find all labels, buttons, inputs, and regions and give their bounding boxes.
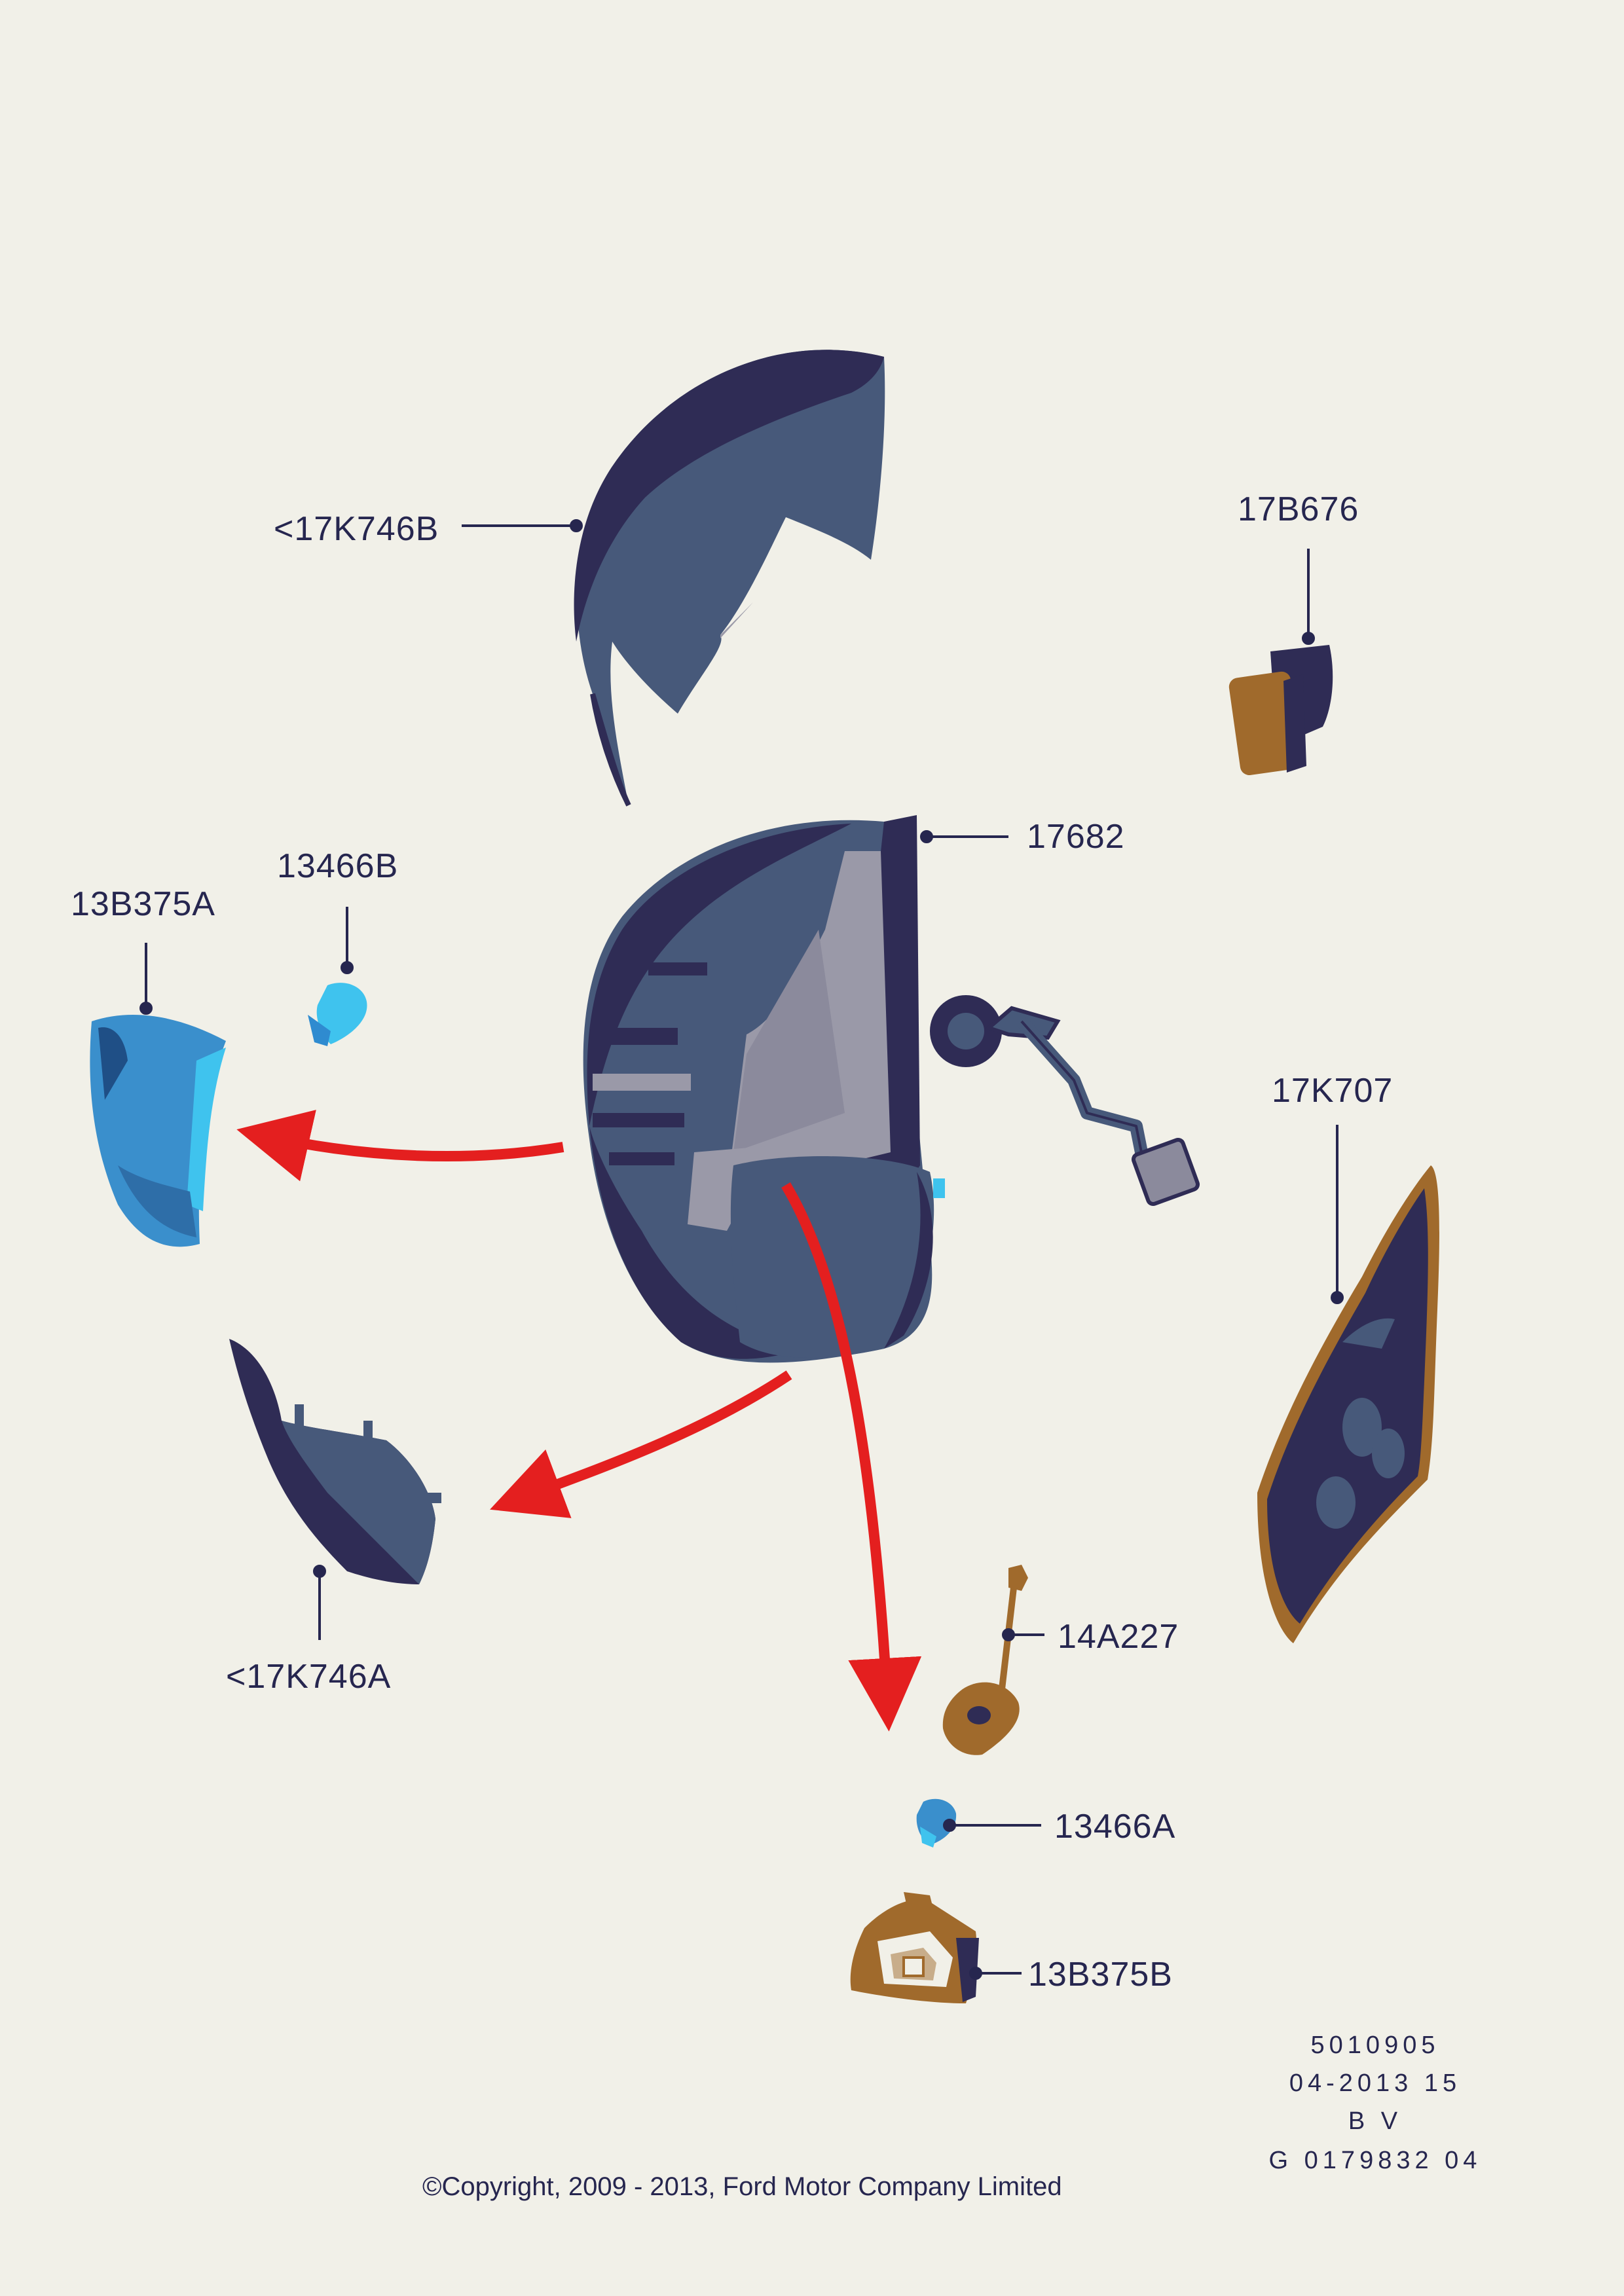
callout-bulb-lower: 13466A xyxy=(1054,1808,1176,1846)
reference-drawing-id: G 0179832 04 xyxy=(1268,2147,1482,2174)
mirror-housing-icon xyxy=(583,815,1200,1363)
bulb-icon xyxy=(308,983,367,1046)
callout-wiring: 14A227 xyxy=(1058,1618,1179,1656)
red-arrow-icon xyxy=(490,1370,792,1518)
lower-cover-shell-icon xyxy=(229,1339,441,1584)
side-marker-lamp-icon xyxy=(1228,645,1333,775)
reference-code: B V xyxy=(1348,2107,1403,2135)
upper-cover-shell-icon xyxy=(574,350,885,807)
callout-mirror-assembly: 17682 xyxy=(1027,818,1125,856)
callout-upper-cover: <17K746B xyxy=(274,510,439,548)
callout-mirror-glass: 17K707 xyxy=(1272,1072,1393,1110)
callout-lower-cover: <17K746A xyxy=(226,1658,392,1696)
copyright-notice: ©Copyright, 2009 - 2013, Ford Motor Comp… xyxy=(422,2172,1062,2201)
indicator-lens-icon xyxy=(90,1015,226,1247)
leader-lines xyxy=(139,519,1344,1980)
callout-side-lamp: 17B676 xyxy=(1238,490,1359,528)
red-arrow-icon xyxy=(781,1182,922,1732)
bulb-icon xyxy=(916,1798,957,1848)
red-arrow-icon xyxy=(236,1110,564,1182)
puddle-lamp-icon xyxy=(850,1892,979,2003)
reference-block: 5010905 04-2013 15 B V G 0179832 04 xyxy=(1231,2033,1519,2183)
callout-lamp-lens-upper: 13B375A xyxy=(71,885,215,923)
mirror-glass-icon xyxy=(1257,1165,1439,1643)
reference-number: 5010905 xyxy=(1310,2032,1440,2059)
callout-bulb-upper: 13466B xyxy=(277,847,399,885)
wiring-connector-icon xyxy=(942,1565,1028,1755)
reference-date: 04-2013 15 xyxy=(1289,2069,1462,2097)
callout-lamp-lower: 13B375B xyxy=(1028,1956,1173,1994)
